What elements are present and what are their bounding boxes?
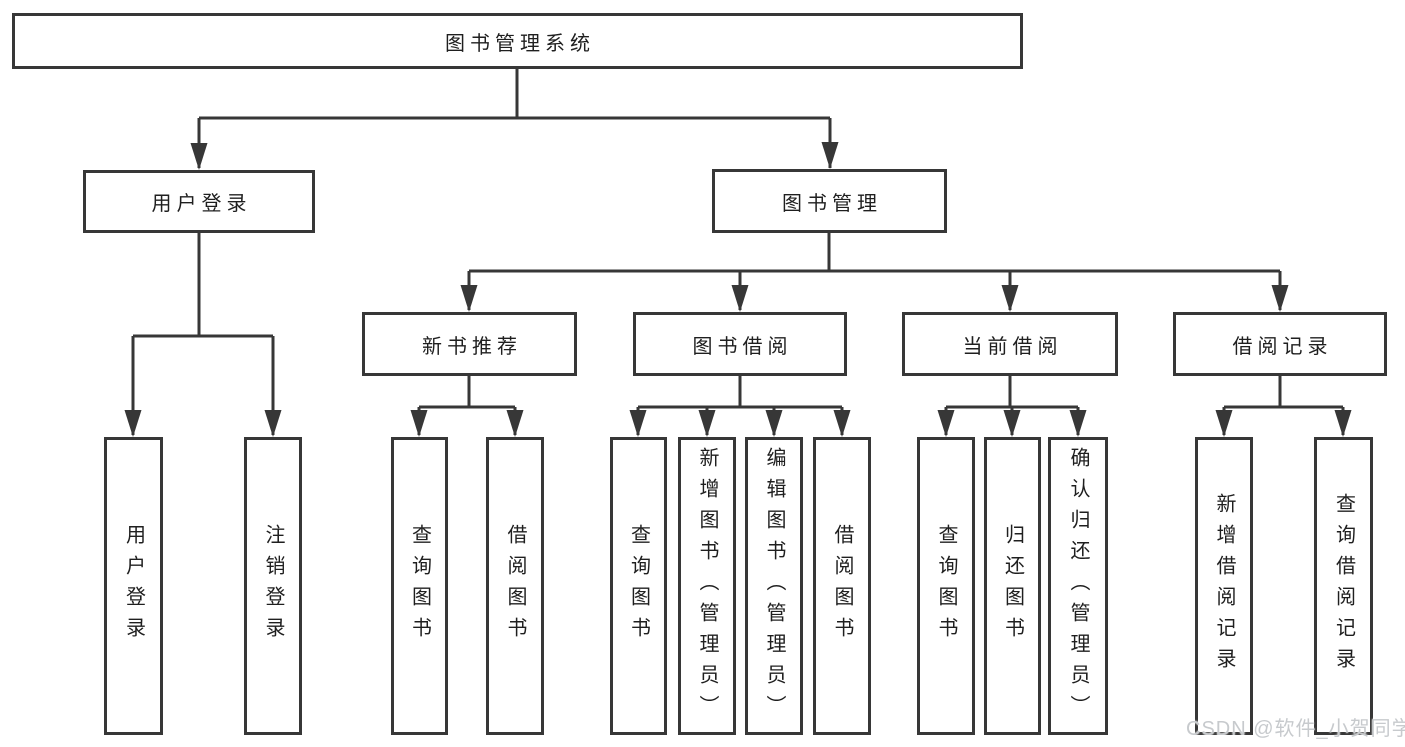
arrowhead [822, 142, 839, 169]
node-library-management-system: 图书管理系统 [12, 13, 1023, 69]
connector-path [133, 69, 1343, 435]
node-label: 查询图书 [936, 524, 956, 648]
node-label: 借阅图书 [505, 524, 525, 648]
leaf-borrowing-query-book: 查询图书 [610, 437, 667, 735]
arrowhead [1070, 410, 1087, 437]
node-book-borrowing: 图书借阅 [633, 312, 847, 376]
leaf-logout: 注销登录 [244, 437, 302, 735]
arrowhead [265, 410, 282, 437]
arrowhead [938, 410, 955, 437]
node-label: 新增借阅记录 [1214, 493, 1234, 679]
arrowhead [1272, 285, 1289, 312]
arrowhead [507, 410, 524, 437]
arrowhead [766, 410, 783, 437]
node-label: 查询图书 [629, 524, 649, 648]
node-label: 图书管理系统 [440, 27, 595, 56]
node-label: 用户登录 [124, 524, 144, 648]
node-label: 编辑图书（管理员） [764, 447, 784, 726]
node-label: 查询图书 [410, 524, 430, 648]
node-label: 注销登录 [263, 524, 283, 648]
node-current-borrowing: 当前借阅 [902, 312, 1118, 376]
leaf-records-query-record: 查询借阅记录 [1314, 437, 1373, 735]
node-new-book-recommend: 新书推荐 [362, 312, 577, 376]
arrowhead [699, 410, 716, 437]
leaf-recommend-query-book: 查询图书 [391, 437, 448, 735]
node-borrowing-records: 借阅记录 [1173, 312, 1387, 376]
arrowhead [1335, 410, 1352, 437]
leaf-records-add-record: 新增借阅记录 [1195, 437, 1253, 735]
arrowhead [125, 410, 142, 437]
node-user-login: 用户登录 [83, 170, 315, 233]
node-label: 新增图书（管理员） [697, 447, 717, 726]
leaf-borrowing-edit-book-admin: 编辑图书（管理员） [745, 437, 803, 735]
csdn-watermark: CSDN @软件_小贺同学 [1186, 712, 1405, 741]
arrowhead [191, 143, 208, 170]
leaf-recommend-borrow-book: 借阅图书 [486, 437, 544, 735]
arrowhead [461, 285, 478, 312]
arrowhead [732, 285, 749, 312]
leaf-borrowing-add-book-admin: 新增图书（管理员） [678, 437, 736, 735]
leaf-borrowing-borrow-book: 借阅图书 [813, 437, 871, 735]
node-label: 借阅图书 [832, 524, 852, 648]
node-label: 图书借阅 [688, 330, 793, 359]
node-book-management: 图书管理 [712, 169, 947, 233]
node-label: 图书管理 [777, 187, 882, 216]
arrowhead [834, 410, 851, 437]
node-label: 当前借阅 [958, 330, 1063, 359]
leaf-current-return-book: 归还图书 [984, 437, 1041, 735]
node-label: 查询借阅记录 [1334, 493, 1354, 679]
node-label: 确认归还（管理员） [1068, 447, 1088, 726]
node-label: 借阅记录 [1228, 330, 1333, 359]
arrowhead [1004, 410, 1021, 437]
leaf-current-confirm-return-admin: 确认归还（管理员） [1048, 437, 1108, 735]
node-label: 用户登录 [147, 187, 252, 216]
leaf-current-query-book: 查询图书 [917, 437, 975, 735]
node-label: 新书推荐 [417, 330, 522, 359]
arrowhead [1002, 285, 1019, 312]
arrowhead [1216, 410, 1233, 437]
arrowhead [630, 410, 647, 437]
node-label: 归还图书 [1003, 524, 1023, 648]
arrowhead [411, 410, 428, 437]
leaf-user-login: 用户登录 [104, 437, 163, 735]
